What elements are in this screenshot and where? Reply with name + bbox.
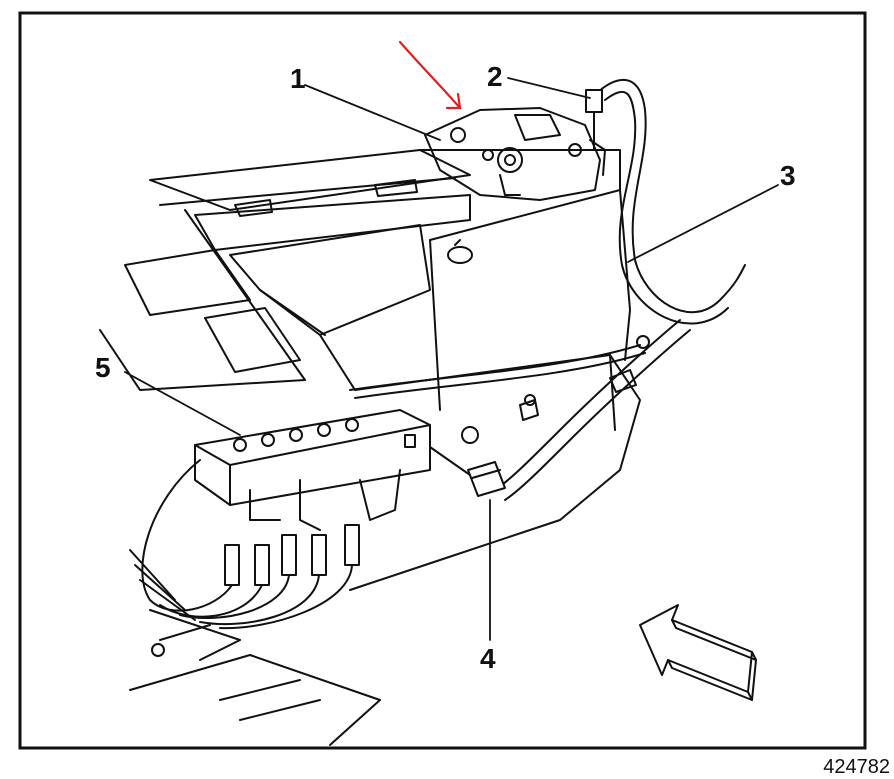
leader-lines — [124, 77, 779, 641]
annotation-arrow-icon — [398, 40, 462, 110]
callout-5: 5 — [95, 352, 111, 383]
connector-2 — [585, 89, 603, 151]
connector-4 — [419, 439, 506, 497]
blower-resistor-block — [129, 409, 431, 630]
hvac-housing — [349, 149, 641, 591]
dashboard-structure — [99, 149, 471, 391]
callout-1: 1 — [290, 63, 306, 94]
diagram-frame — [18, 11, 867, 750]
callout-3: 3 — [780, 160, 796, 191]
wiring-harness — [349, 79, 746, 501]
callout-4: 4 — [480, 643, 496, 674]
callout-2: 2 — [487, 61, 503, 92]
mode-actuator — [424, 107, 606, 201]
figure-id: 424782 — [823, 756, 890, 778]
floor-structure — [129, 609, 381, 746]
direction-arrow-icon — [639, 604, 757, 701]
